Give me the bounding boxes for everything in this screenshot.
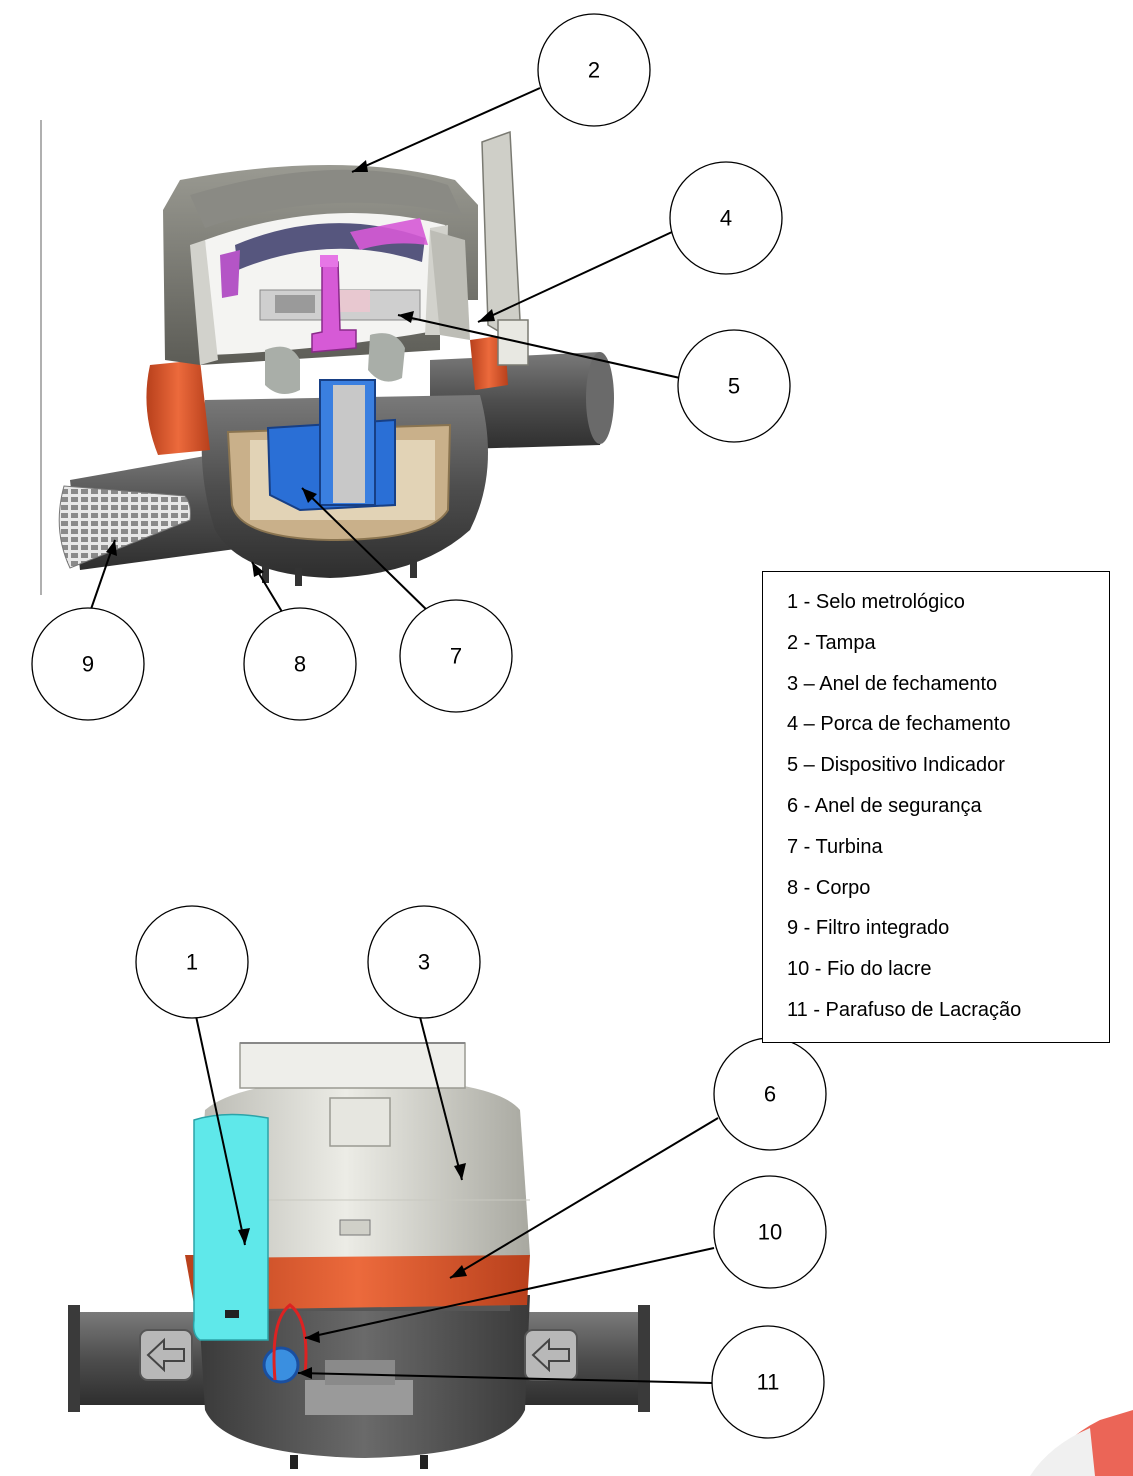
callout-4: 4 bbox=[669, 161, 783, 275]
callout-10: 10 bbox=[713, 1175, 827, 1289]
callout-3-label: 3 bbox=[418, 950, 430, 975]
legend-item: 6 - Anel de segurança bbox=[787, 794, 982, 817]
locking-ring bbox=[195, 1078, 530, 1258]
callout-1: 1 bbox=[135, 905, 249, 1019]
seal-wire bbox=[272, 1303, 308, 1381]
callout-2-label: 2 bbox=[588, 58, 600, 83]
leader-lines bbox=[89, 87, 719, 1384]
callout-2: 2 bbox=[537, 13, 651, 127]
legend-item: 8 - Corpo bbox=[787, 876, 871, 899]
callout-6-label: 6 bbox=[764, 1082, 776, 1107]
callout-9-label: 9 bbox=[82, 652, 94, 677]
cover-top bbox=[190, 169, 462, 228]
legend-item: 1 - Selo metrológico bbox=[787, 591, 965, 613]
legend-item: 5 – Dispositivo Indicador bbox=[787, 754, 1005, 777]
callout-8-label: 8 bbox=[294, 652, 306, 677]
flow-arrow-right-icon bbox=[524, 1329, 578, 1381]
callout-9: 9 bbox=[31, 607, 145, 721]
legend-item: 10 - Fio do lacre bbox=[787, 958, 932, 981]
legend-item: 4 – Porca de fechamento bbox=[787, 713, 1011, 736]
locking-ring-cutaway bbox=[146, 360, 210, 455]
callout-7: 7 bbox=[399, 599, 513, 713]
legend-item: 7 - Turbina bbox=[787, 835, 883, 858]
integrated-filter bbox=[58, 485, 191, 569]
legend-item: 11 - Parafuso de Lacração bbox=[787, 998, 1022, 1021]
callout-4-label: 4 bbox=[720, 206, 732, 231]
legend-item: 2 - Tampa bbox=[787, 631, 876, 654]
callout-6: 6 bbox=[713, 1037, 827, 1151]
callout-10-label: 10 bbox=[758, 1220, 782, 1245]
callout-3: 3 bbox=[367, 905, 481, 1019]
callout-11: 11 bbox=[711, 1325, 825, 1439]
indicator-spindle bbox=[311, 261, 357, 353]
external-view bbox=[68, 1042, 650, 1469]
callout-1-label: 1 bbox=[186, 950, 198, 975]
callout-5-label: 5 bbox=[728, 374, 740, 399]
legend-item: 3 – Anel de fechamento bbox=[787, 672, 998, 695]
metrological-seal bbox=[192, 1113, 269, 1341]
security-ring bbox=[185, 1255, 530, 1310]
flow-arrow-left-icon bbox=[139, 1329, 193, 1381]
callout-11-label: 11 bbox=[757, 1370, 780, 1395]
callout-8: 8 bbox=[243, 607, 357, 721]
legend-item: 9 - Filtro integrado bbox=[787, 917, 950, 940]
sealing-screw bbox=[262, 1346, 300, 1384]
legend-list: 1 - Selo metrológico 2 - Tampa 3 – Anel … bbox=[763, 572, 1109, 1031]
legend-box: 1 - Selo metrológico 2 - Tampa 3 – Anel … bbox=[762, 571, 1110, 1043]
callout-5: 5 bbox=[677, 329, 791, 443]
cutaway-view bbox=[40, 120, 614, 595]
callout-7-label: 7 bbox=[450, 644, 462, 669]
